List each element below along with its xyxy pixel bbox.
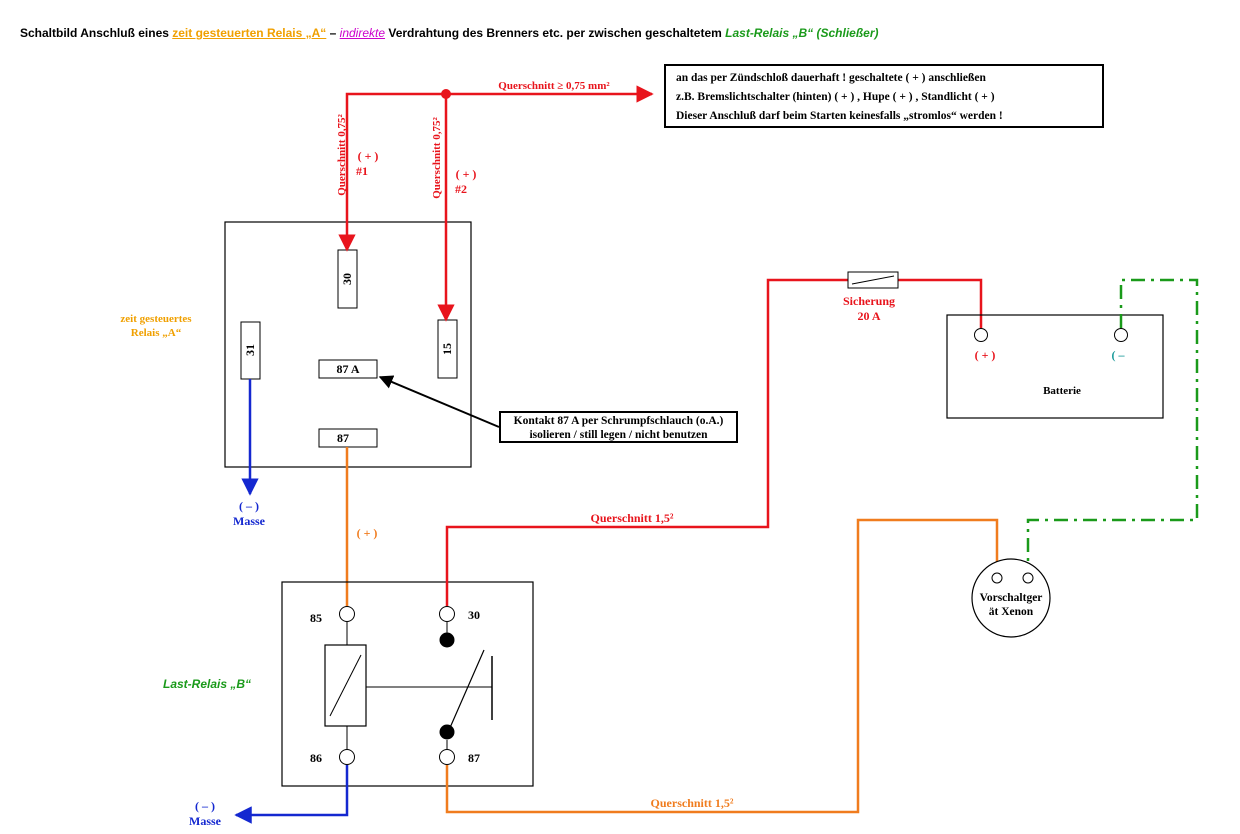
title-part-5: Verdrahtung des Brenners etc. per zwisch… (385, 26, 726, 40)
ballast-label-line1: Vorschaltger (980, 592, 1043, 604)
ignition-note-line-2: z.B. Bremslichtschalter (hinten) ( + ) ,… (676, 91, 995, 103)
label-ground-b: Masse (189, 814, 222, 828)
relay-b-pin-86: 86 (310, 751, 322, 765)
fuse-label-line1: Sicherung (843, 294, 895, 308)
ballast-label-line2: ät Xenon (989, 606, 1034, 618)
contact-87a-note-line-2: isolieren / still legen / nicht benutzen (529, 429, 708, 441)
relay-b-coil-diagonal (329, 654, 362, 717)
fuse-element (851, 275, 895, 285)
relay-a-label-line2: Relais „A“ (131, 327, 182, 339)
ignition-note: an das per Zündschloß dauerhaft ! gescha… (664, 64, 1104, 128)
wire-relay-87-to-ballast (445, 518, 999, 814)
title-relay-b: Last-Relais „B“ (Schließer) (725, 26, 879, 40)
relay-a-pin-31: 31 (243, 344, 257, 356)
battery-terminal-minus (1114, 328, 1128, 342)
junction-dot (441, 89, 451, 99)
contact-87a-note: Kontakt 87 A per Schrumpfschlauch (o.A.)… (499, 411, 738, 443)
wire-ground-b (234, 765, 349, 824)
label-minus-a: ( – ) (239, 499, 259, 513)
battery-box (946, 314, 1164, 419)
relay-b-contact-top (439, 632, 455, 648)
relay-b-box (281, 581, 534, 787)
title-dash: – (326, 26, 340, 40)
relay-a-label-line1: zeit gesteuertes (120, 313, 192, 325)
battery-label: Batterie (1043, 385, 1081, 397)
label-cross-section-min: Querschnitt ≥ 0,75 mm² (498, 80, 610, 92)
fuse-label-line2: 20 A (857, 309, 880, 323)
ballast-terminal-minus (1022, 572, 1034, 584)
ignition-note-line-3: Dieser Anschluß darf beim Starten keines… (676, 110, 1003, 122)
label-plus-2: ( + ) (456, 167, 477, 181)
wire-battery-to-relay-30 (898, 278, 983, 328)
contact-87a-note-line-1: Kontakt 87 A per Schrumpfschlauch (o.A.) (513, 415, 724, 427)
label-minus-b: ( – ) (195, 799, 215, 813)
label-cross-section-wire2: Querschnitt 0,75² (431, 117, 443, 199)
title-relay-a: zeit gesteuerten Relais „A“ (172, 26, 327, 40)
battery-minus-label: ( – (1112, 348, 1126, 362)
battery-terminal-plus (974, 328, 988, 342)
ballast-terminal-plus (991, 572, 1003, 584)
relay-b-switch-blade (448, 649, 485, 731)
title-part-1: Schaltbild Anschluß eines (20, 26, 173, 40)
label-hash-1: #1 (356, 164, 368, 178)
relay-b-terminal-85 (339, 606, 355, 622)
wire-ground-ballast (1026, 278, 1199, 572)
pointer-arrow-87a (378, 375, 500, 428)
label-cross-section-red: Querschnitt 1,5² (591, 511, 674, 525)
label-cross-section-orange: Querschnitt 1,5² (651, 796, 734, 810)
label-hash-2: #2 (455, 182, 467, 196)
relay-a-pin-87a-box (318, 359, 378, 379)
relay-a-pin-30: 30 (340, 273, 354, 285)
relay-b-terminal-86 (339, 749, 355, 765)
wire-supply-top (345, 92, 448, 318)
relay-b-terminal-87 (439, 749, 455, 765)
relay-a-pin-87a: 87 A (336, 362, 359, 376)
ignition-note-line-1: an das per Zündschloß dauerhaft ! gescha… (676, 72, 986, 84)
relay-a-pin-15: 15 (440, 343, 454, 355)
label-plus-orange: ( + ) (357, 526, 378, 540)
relay-b-contact-bottom (439, 724, 455, 740)
relay-b-label: Last-Relais „B“ (163, 677, 251, 691)
label-cross-section-wire1: Querschnitt 0,75² (336, 114, 348, 196)
relay-b-pin-85: 85 (310, 611, 322, 625)
relay-b-terminal-30 (439, 606, 455, 622)
relay-b-pin-30: 30 (468, 608, 480, 622)
title-indirect: indirekte (339, 26, 386, 40)
relay-b-pin-87: 87 (468, 751, 480, 765)
label-ground-a: Masse (233, 514, 266, 528)
wire-fuse-to-relay-30 (445, 278, 848, 606)
diagram-title: Schaltbild Anschluß eines zeit gesteuert… (20, 26, 879, 40)
label-plus-1: ( + ) (358, 149, 379, 163)
relay-a-pin-87: 87 (337, 431, 349, 445)
battery-plus-label: ( + ) (975, 348, 996, 362)
